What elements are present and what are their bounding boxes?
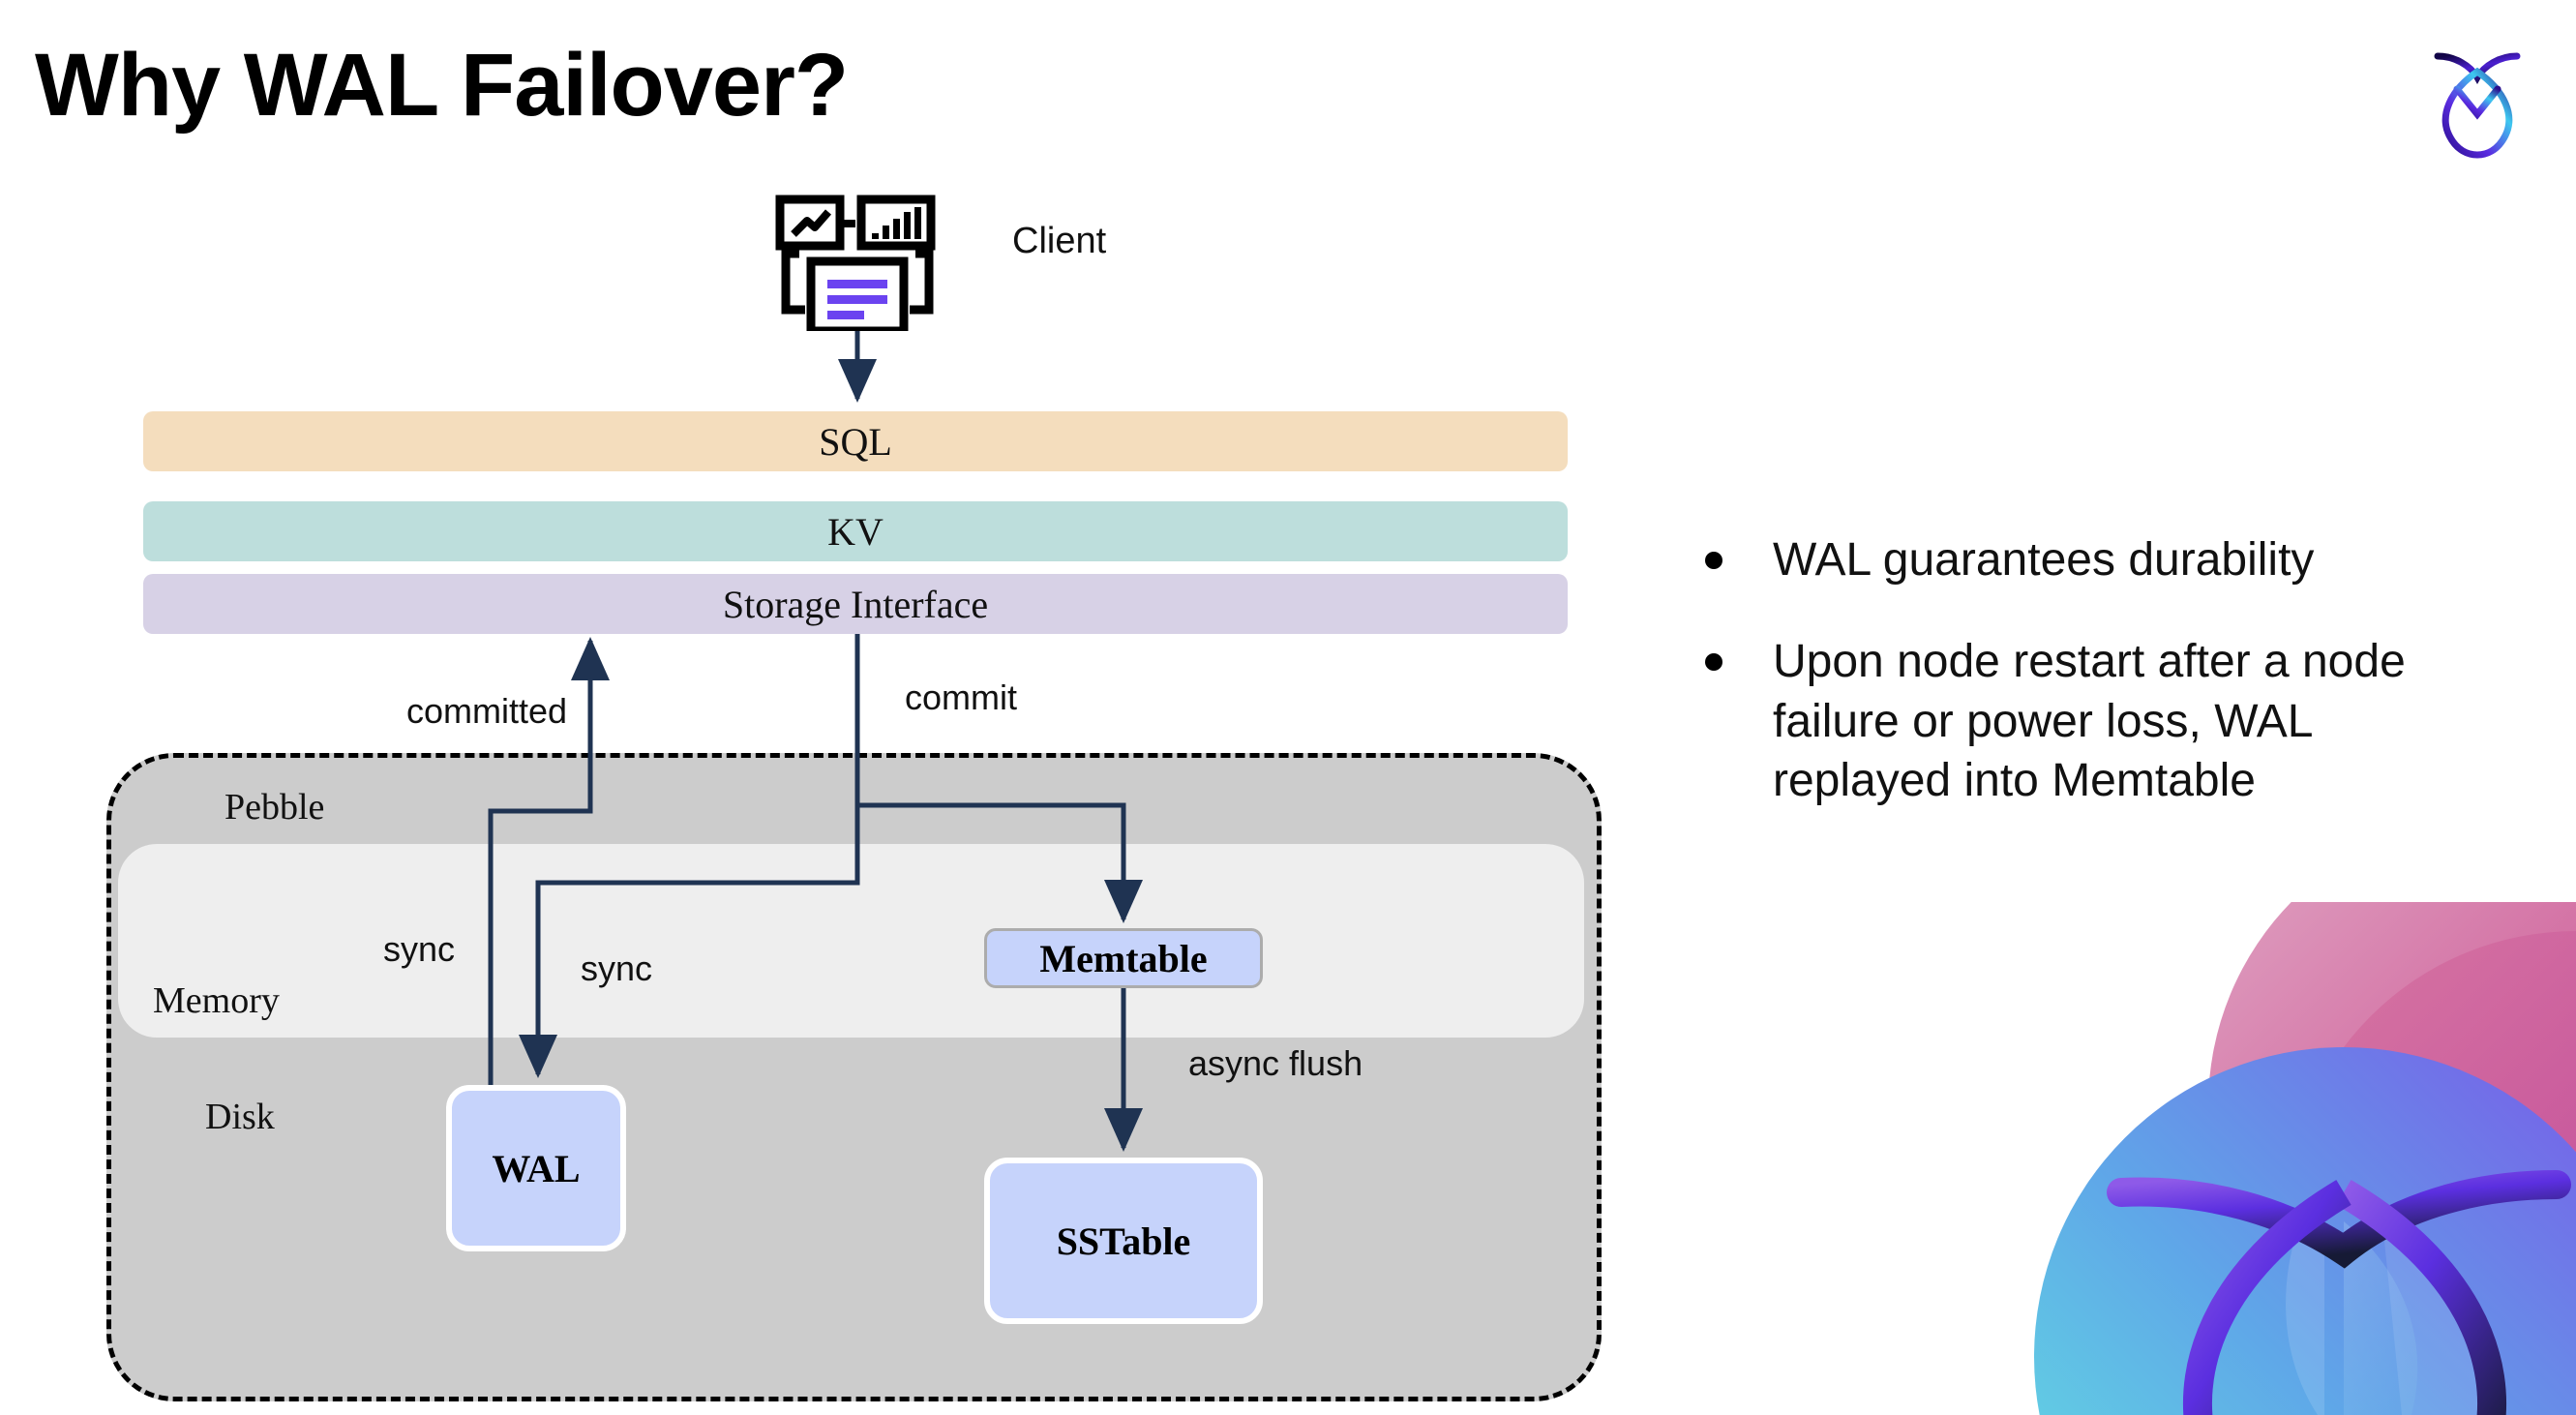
- list-item: Upon node restart after a node failure o…: [1705, 632, 2499, 810]
- stack-layer-sql: SQL: [143, 411, 1568, 471]
- node-memtable-label: Memtable: [1039, 936, 1208, 980]
- memory-label: Memory: [153, 980, 280, 1021]
- node-sstable-label: SSTable: [1056, 1219, 1191, 1263]
- edge-label-sync-1: sync: [383, 929, 456, 969]
- edge-label-sync-2: sync: [581, 948, 653, 988]
- list-item: WAL guarantees durability: [1705, 530, 2499, 589]
- bullet-text: Upon node restart after a node failure o…: [1773, 636, 2406, 807]
- node-wal: WAL: [446, 1085, 626, 1251]
- cockroach-leaf-logo-icon: [2414, 35, 2540, 161]
- stack-layer-storage-label: Storage Interface: [722, 582, 989, 626]
- cockroach-circles-graphic-icon: [1957, 902, 2576, 1415]
- node-sstable: SSTable: [984, 1158, 1263, 1324]
- edge-label-commit: commit: [905, 677, 1017, 717]
- bullet-dot-icon: [1705, 552, 1722, 569]
- client-terminal-icon: [774, 194, 941, 336]
- stack-layer-kv-label: KV: [827, 509, 884, 554]
- pebble-label: Pebble: [225, 787, 325, 828]
- stack-layer-storage-interface: Storage Interface: [143, 574, 1568, 634]
- edge-label-committed: committed: [406, 691, 568, 731]
- node-memtable: Memtable: [984, 928, 1263, 988]
- stack-layer-kv: KV: [143, 501, 1568, 561]
- memory-region: [118, 844, 1584, 1038]
- node-wal-label: WAL: [492, 1146, 581, 1190]
- client-label: Client: [1012, 221, 1107, 261]
- bullet-list: WAL guarantees durability Upon node rest…: [1705, 530, 2499, 854]
- page-title: Why WAL Failover?: [35, 36, 849, 135]
- bullet-dot-icon: [1705, 653, 1722, 672]
- stack-layer-sql-label: SQL: [819, 419, 892, 464]
- bullet-text: WAL guarantees durability: [1773, 534, 2315, 586]
- edge-label-async-flush: async flush: [1188, 1043, 1363, 1083]
- disk-label: Disk: [205, 1097, 275, 1137]
